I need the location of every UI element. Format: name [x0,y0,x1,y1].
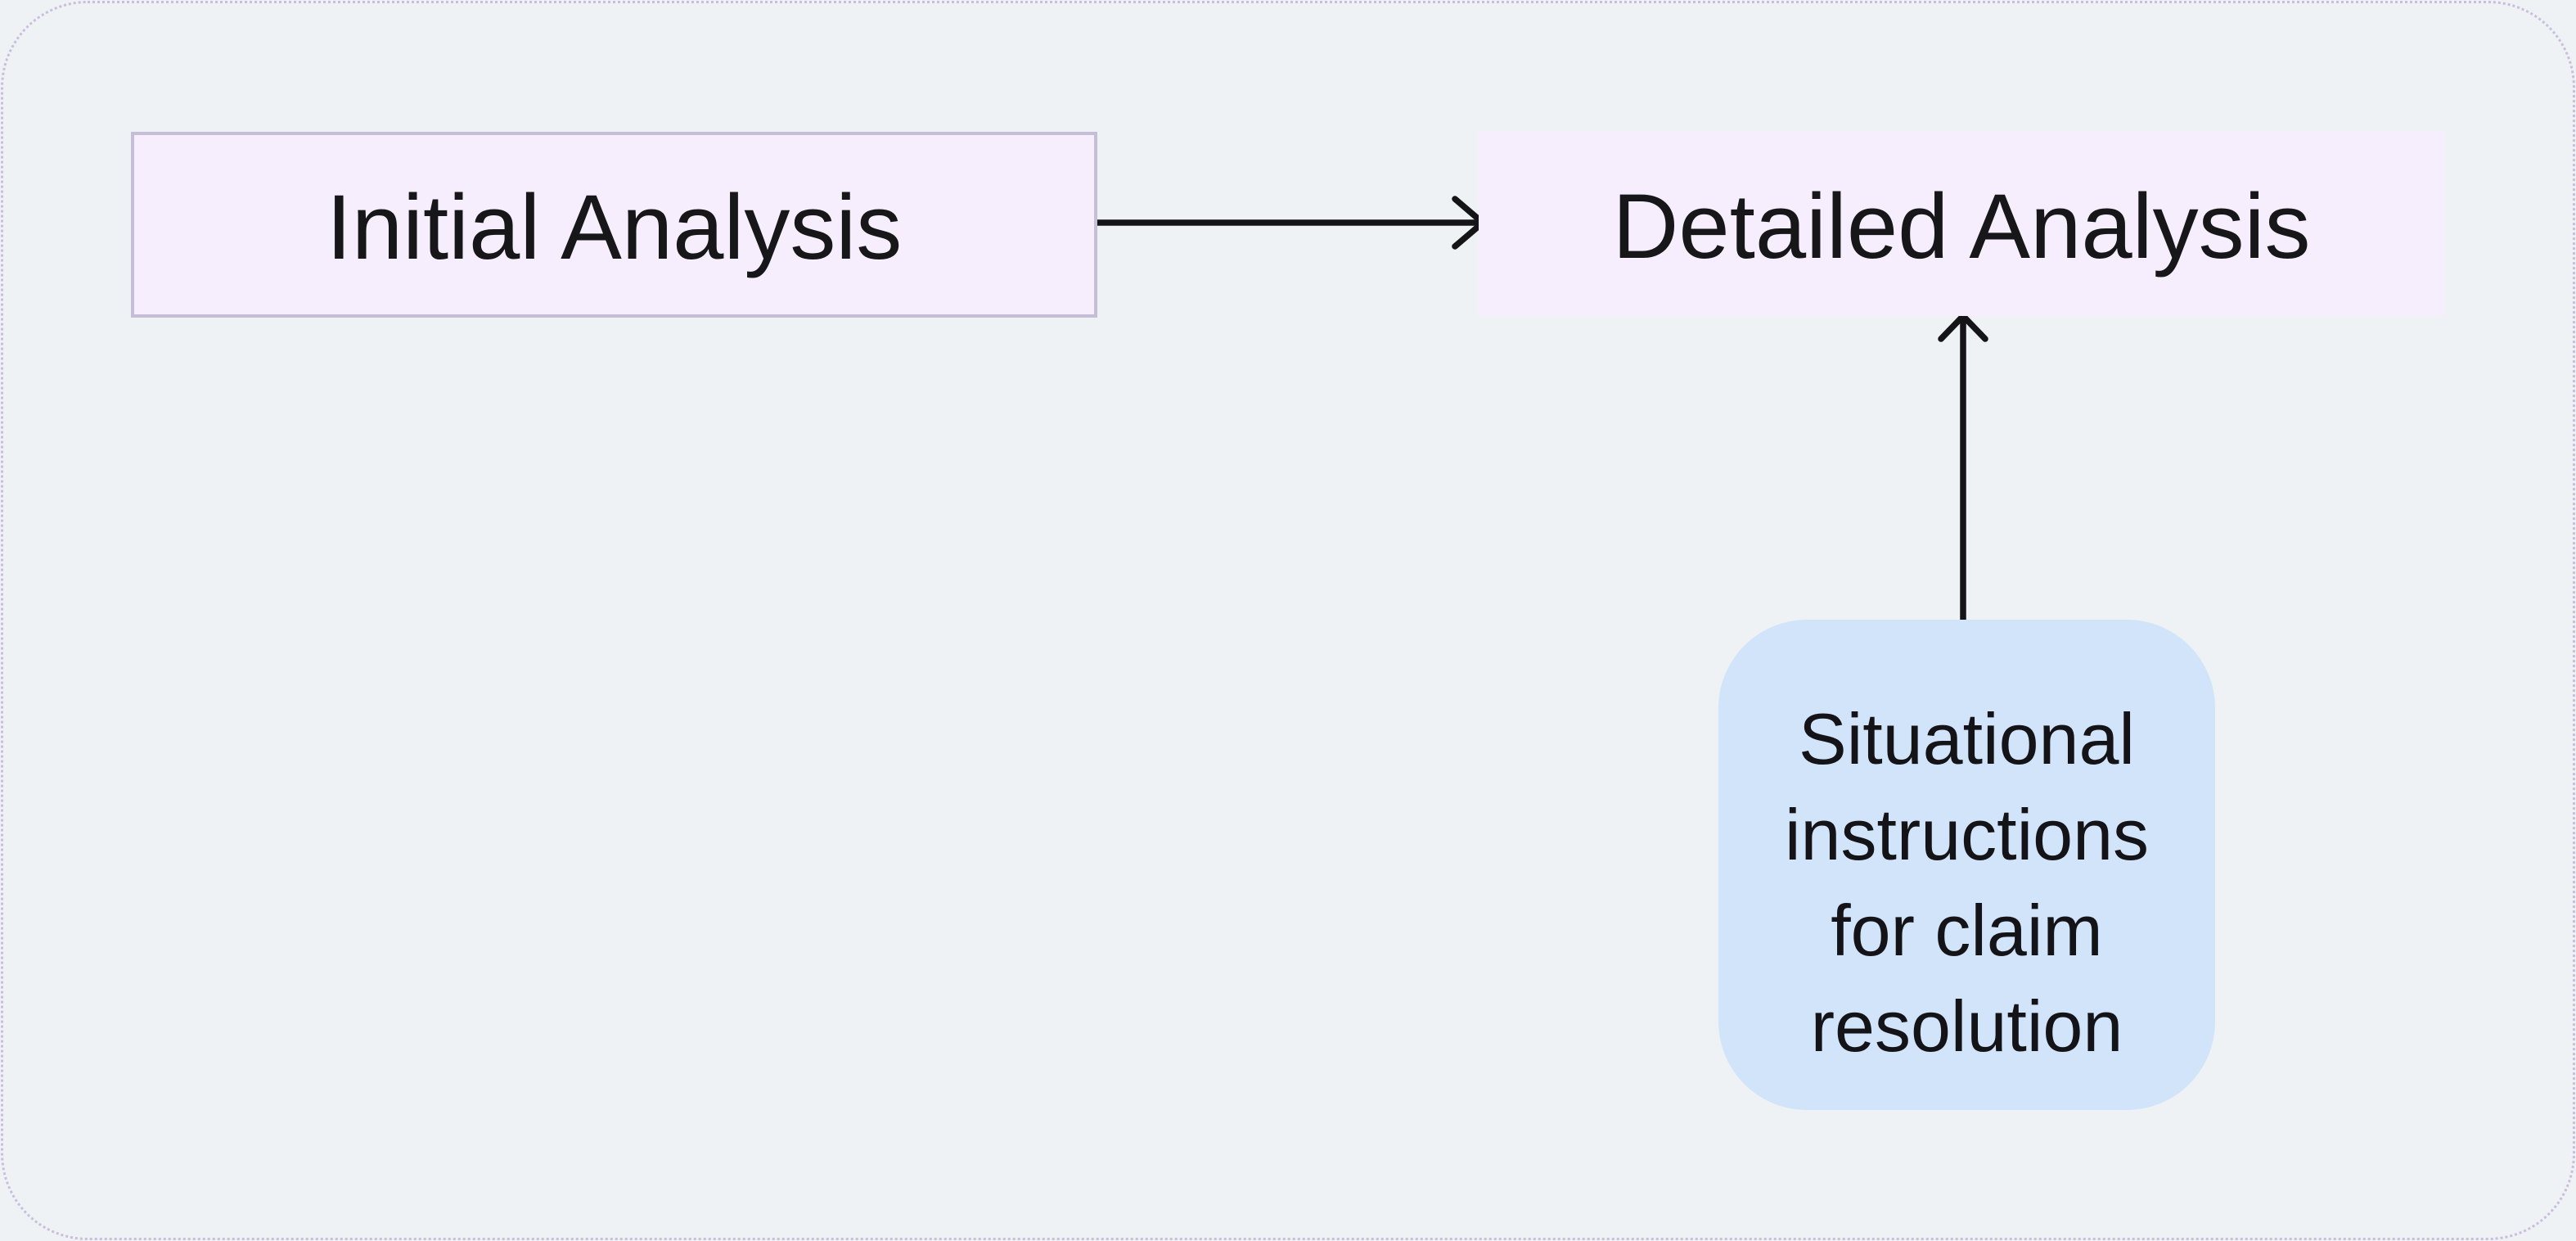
node-situational-instructions-label: Situational instructions for claim resol… [1785,657,2149,1074]
node-initial-analysis-label: Initial Analysis [326,176,903,278]
situational-line-4: resolution [1810,985,2123,1067]
node-detailed-analysis: Detailed Analysis [1479,131,2444,316]
arrow-initial-to-detailed [1094,196,1486,250]
situational-line-3: for claim [1831,889,2103,971]
situational-line-1: Situational [1799,697,2135,779]
node-situational-instructions: Situational instructions for claim resol… [1718,620,2215,1110]
arrow-situational-to-detailed [1938,313,1988,623]
situational-line-2: instructions [1784,793,2150,875]
node-detailed-analysis-label: Detailed Analysis [1612,174,2311,278]
node-initial-analysis: Initial Analysis [131,132,1097,318]
